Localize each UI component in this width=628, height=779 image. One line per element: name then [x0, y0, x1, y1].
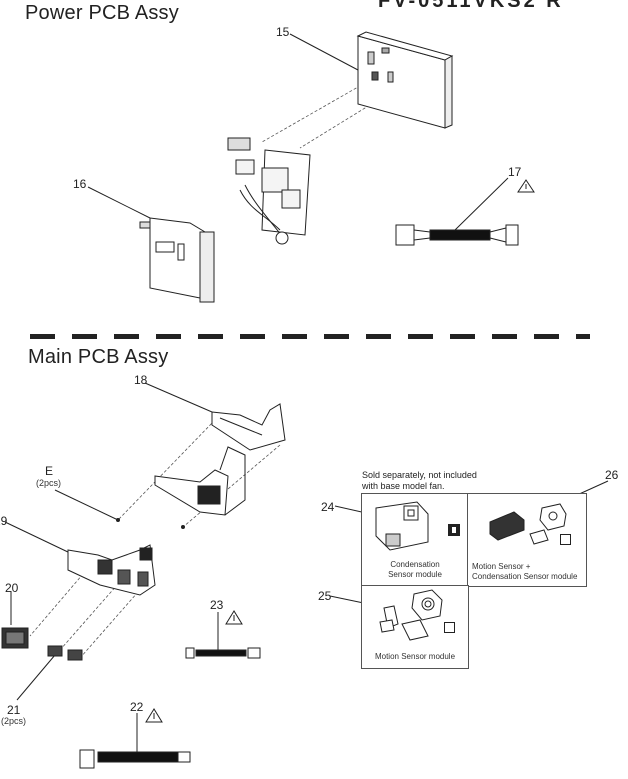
- sensor-note-line2: with base model fan.: [362, 481, 445, 491]
- sensor-note: Sold separately, not included with base …: [362, 470, 477, 492]
- part-17-harness: [395, 224, 519, 246]
- part-number-24: 24: [321, 500, 335, 514]
- leader-15: [289, 33, 359, 71]
- motion-condensation-sensor-art: [489, 503, 567, 545]
- part-number-19: 19: [0, 514, 8, 528]
- part-number-16: 16: [73, 177, 87, 191]
- leader-18: [144, 382, 213, 413]
- part-19-connector-board: [67, 544, 156, 596]
- part-number-20: 20: [5, 581, 19, 595]
- condensation-icon: [448, 524, 460, 536]
- model-title-cut: FV-0511VKS2 R: [378, 0, 564, 12]
- part-22-harness: [79, 749, 191, 769]
- part-23-harness: [185, 647, 261, 659]
- condensation-sensor-label: Condensation Sensor module: [362, 560, 468, 580]
- part-20-module: [1, 627, 29, 649]
- power-pcb-section-title: Power PCB Assy: [25, 2, 179, 24]
- motion-condensation-sensor-label: Motion Sensor + Condensation Sensor modu…: [472, 562, 586, 582]
- part-number-15: 15: [276, 25, 290, 39]
- warning-icon-17: [517, 179, 535, 193]
- sensor-note-line1: Sold separately, not included: [362, 470, 477, 480]
- part-number-22: 22: [130, 700, 144, 714]
- part-number-21: 21: [7, 703, 21, 717]
- leader-19: [4, 521, 71, 554]
- section-divider: [30, 334, 590, 339]
- motion-condensation-sensor-box: Motion Sensor + Condensation Sensor modu…: [467, 493, 587, 587]
- part-qty-21: (2pcs): [1, 716, 27, 726]
- part-21-clips: [47, 645, 83, 661]
- main-pcb: [116, 446, 246, 529]
- condensation-sensor-art: [375, 501, 429, 551]
- leader-17: [454, 177, 509, 231]
- power-pcb: [227, 137, 311, 245]
- motion-sensor-art: [379, 589, 443, 641]
- part-number-E: E: [45, 464, 54, 478]
- leader-16: [87, 186, 151, 219]
- warning-icon-22: [145, 708, 163, 723]
- condensation-sensor-box: Condensation Sensor module: [361, 493, 469, 587]
- motion-condensation-icon: [560, 534, 571, 545]
- combo-label-line1: Motion Sensor +: [472, 562, 531, 571]
- motion-icon: [444, 622, 455, 633]
- condensation-label-line2: Sensor module: [388, 570, 442, 579]
- part-16-bracket: [139, 217, 215, 303]
- leader-21: [16, 654, 56, 701]
- part-number-25: 25: [318, 589, 332, 603]
- combo-label-line2: Condensation Sensor module: [472, 572, 578, 581]
- motion-sensor-box: Motion Sensor module: [361, 585, 469, 669]
- leader-E: [54, 489, 119, 521]
- part-number-26: 26: [605, 468, 619, 482]
- part-15-case-cover: [356, 31, 454, 129]
- condensation-label-line1: Condensation: [390, 560, 440, 569]
- main-pcb-section-title: Main PCB Assy: [28, 346, 169, 368]
- part-18-main-bracket: [211, 403, 286, 451]
- warning-icon-23: [225, 610, 243, 625]
- part-number-17: 17: [508, 165, 522, 179]
- part-qty-E: (2pcs): [36, 478, 62, 488]
- section-divider-end: [580, 334, 585, 339]
- part-number-23: 23: [210, 598, 224, 612]
- motion-sensor-label: Motion Sensor module: [374, 652, 456, 661]
- part-number-18: 18: [134, 373, 148, 387]
